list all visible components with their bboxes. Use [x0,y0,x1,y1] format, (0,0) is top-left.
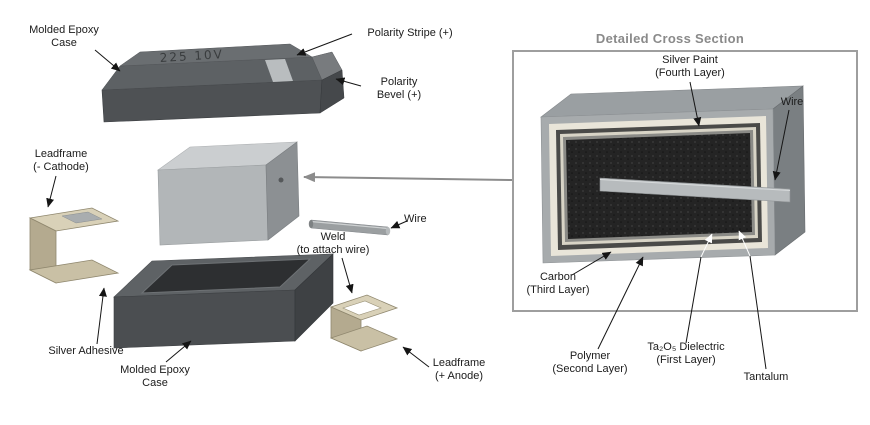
label-carbon: Carbon (Third Layer) [518,271,598,297]
label-wire-left: Wire [404,213,444,226]
detail-pointer-arrow [303,172,513,183]
cross-section-callout-arrows [571,81,790,370]
arrow-tantalum-inner [738,230,751,257]
label-weld: Weld (to attach wire) [289,231,377,257]
label-line: Leadframe [34,148,88,160]
label-line: Tantalum [743,371,789,383]
case-cavity [140,258,312,294]
label-tantalum: Tantalum [734,371,798,384]
wire-tab-shape [599,177,791,203]
wire-stub-dot [278,177,284,183]
arrow-ta2o5-inner [700,233,713,258]
label-line: (First Layer) [656,354,716,366]
arrow-silver-paint [689,81,702,127]
case-marking-text: 225 10V [159,47,224,65]
label-ta2o5-dielectric: Ta₂O₅ Dielectric (First Layer) [636,341,736,367]
label-molded-epoxy-case-bottom: Molded Epoxy Case [113,364,197,390]
wire-rod-shape [308,219,391,236]
label-line: Molded Epoxy [120,364,190,376]
label-line: (Third Layer) [526,284,590,296]
arrow-carbon [571,251,612,276]
arrow-polymer [597,256,644,350]
arrow-wire-left [390,220,408,229]
arrow-ta2o5-outer [685,256,702,344]
label-line: (to attach wire) [296,244,370,256]
label-line: Wire [404,213,427,225]
cross-section-title: Detailed Cross Section [545,31,795,46]
leadframe-anode-shape [329,294,399,352]
label-line: Wire [780,96,804,108]
label-line: Ta₂O₅ Dielectric [647,341,725,353]
label-polarity-bevel: Polarity Bevel (+) [364,76,434,102]
exploded-callout-arrows [46,33,430,368]
arrow-leadframe-anode [402,346,430,368]
label-molded-epoxy-case-top: Molded Epoxy Case [22,24,106,50]
leadframe-cathode-shape [28,207,120,284]
label-line: Leadframe [432,357,486,369]
label-line: Silver Paint [662,54,718,66]
label-line: (Second Layer) [552,363,628,375]
arrow-molded-epoxy-bottom [165,340,192,363]
bottom-case-shape [113,253,334,349]
label-wire-right: Wire [770,96,814,109]
label-line: (Fourth Layer) [655,67,725,79]
label-leadframe-anode: Leadframe (+ Anode) [424,357,494,383]
arrow-polarity-stripe [296,33,353,56]
polarity-stripe-shape [265,59,293,82]
top-case-shape: 225 10V [101,43,345,123]
label-line: Polarity Stripe (+) [367,27,453,39]
label-line: Polymer [569,350,611,362]
label-silver-adhesive: Silver Adhesive [40,345,132,358]
label-line: Carbon [539,271,577,283]
arrow-tantalum-outer [749,255,767,370]
label-line: Silver Adhesive [48,345,124,357]
label-line: Case [142,377,168,389]
arrow-molded-epoxy-top [94,49,121,72]
label-line: (- Cathode) [33,161,89,173]
label-line: Case [51,37,77,49]
label-line: Detailed Cross Section [595,31,745,46]
silver-adhesive-pad [61,211,103,224]
label-line: (+ Anode) [434,370,483,382]
label-polarity-stripe: Polarity Stripe (+) [354,27,466,40]
capacitor-element-shape [157,141,300,246]
arrow-leadframe-cathode [46,175,57,208]
arrow-silver-adhesive [96,287,107,345]
label-leadframe-cathode: Leadframe (- Cathode) [22,148,100,174]
label-line: Polarity [380,76,418,88]
arrow-wire-right [772,109,790,181]
label-silver-paint: Silver Paint (Fourth Layer) [640,54,740,80]
leadframe-hole [342,300,382,316]
label-line: Weld [320,231,346,243]
label-polymer: Polymer (Second Layer) [542,350,638,376]
label-line: Molded Epoxy [29,24,99,36]
arrow-polarity-bevel [335,77,362,87]
arrow-weld [341,257,354,294]
cross-section-block [540,85,806,264]
label-line: Bevel (+) [376,89,422,101]
